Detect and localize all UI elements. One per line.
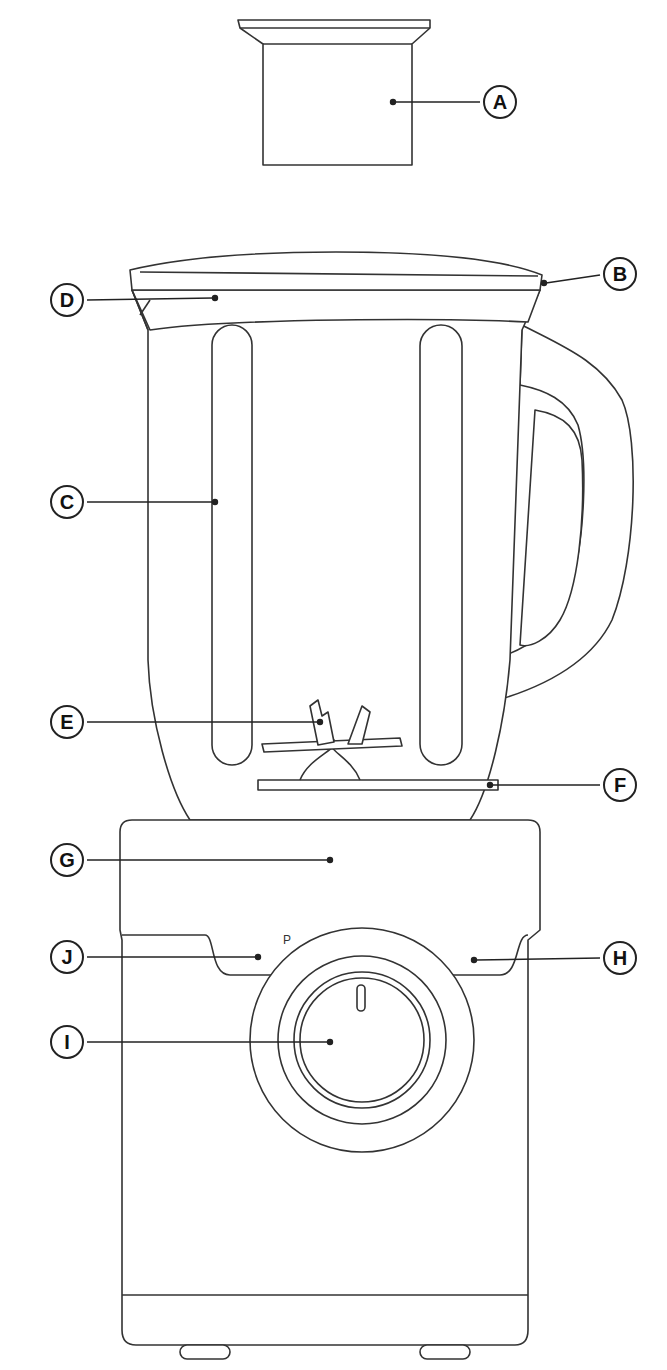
blade-base	[258, 780, 498, 790]
callout-letter: G	[50, 843, 84, 877]
motor-base	[120, 820, 540, 1345]
jar-lid	[130, 252, 542, 290]
callout-letter: H	[603, 941, 637, 975]
jar-window	[212, 325, 252, 765]
callout-letter: C	[50, 485, 84, 519]
leader-lines	[87, 100, 600, 1045]
callout-letter: I	[50, 1025, 84, 1059]
foot	[420, 1345, 470, 1359]
control-knob	[294, 972, 430, 1108]
foot	[180, 1345, 230, 1359]
callout-letter: B	[603, 257, 637, 291]
pulse-mark: P	[283, 933, 291, 947]
knob-indicator	[357, 985, 365, 1011]
jar-window	[420, 325, 462, 765]
blade	[348, 706, 370, 744]
blender-jar	[132, 290, 540, 820]
callout-letter: F	[603, 768, 637, 802]
measuring-cap	[238, 20, 430, 165]
knob-ring	[278, 956, 446, 1124]
jar-rim	[132, 290, 540, 330]
callout-letter: E	[50, 705, 84, 739]
handle-grip	[520, 410, 583, 646]
callout-letter: D	[50, 283, 84, 317]
callout-letter: J	[50, 940, 84, 974]
knob-housing	[250, 928, 474, 1152]
callout-letter: A	[483, 85, 517, 119]
